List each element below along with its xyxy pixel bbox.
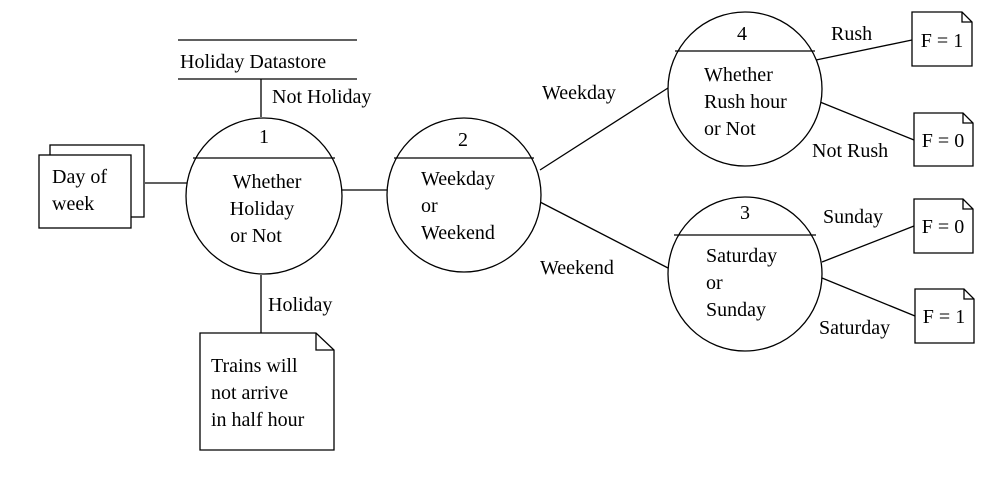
- input-label-line-1: Day of: [52, 166, 107, 188]
- holiday-output-document: Trains will not arrive in half hour: [199, 332, 335, 451]
- process-3-line-1: Saturday: [706, 245, 777, 267]
- label-weekday: Weekday: [542, 82, 616, 104]
- process-4-number: 4: [737, 23, 747, 45]
- edge-p3-to-saturday: [821, 277, 916, 317]
- holiday-output-line-3: in half hour: [211, 409, 305, 431]
- output-rush: F = 1: [911, 11, 973, 67]
- process-4-line-2: Rush hour: [704, 91, 787, 113]
- edge-p3-to-sunday: [821, 225, 915, 263]
- process-3-number: 3: [740, 202, 750, 224]
- output-sunday: F = 0: [913, 198, 974, 254]
- process-3-line-3: Sunday: [706, 299, 766, 321]
- process-3: 3 Saturday or Sunday: [667, 196, 823, 352]
- process-2: 2 Weekday or Weekend: [386, 117, 542, 273]
- label-holiday: Holiday: [268, 294, 332, 316]
- datastore-label: Holiday Datastore: [180, 51, 326, 73]
- process-1: 1 Whether Holiday or Not: [185, 117, 343, 275]
- edge-p2-to-p3: [539, 201, 669, 269]
- edge-labels: Not Holiday Holiday Weekday Weekend Rush…: [268, 23, 890, 339]
- process-2-line-2: or: [421, 195, 438, 217]
- process-3-line-2: or: [706, 272, 723, 294]
- label-rush: Rush: [831, 23, 872, 45]
- holiday-output-line-1: Trains will: [211, 355, 298, 377]
- output-not-rush: F = 0: [913, 112, 974, 167]
- process-1-line-3: or Not: [230, 225, 282, 247]
- label-not-holiday: Not Holiday: [272, 86, 371, 108]
- process-1-line-1: Whether: [233, 171, 302, 193]
- edge-p4-to-not-rush: [819, 101, 915, 141]
- process-1-number: 1: [259, 126, 269, 148]
- label-sunday: Sunday: [823, 206, 883, 228]
- output-not-rush-label: F = 0: [922, 130, 964, 152]
- connectors: [145, 39, 916, 333]
- output-sunday-label: F = 0: [922, 216, 964, 238]
- label-saturday: Saturday: [819, 317, 890, 339]
- label-weekend: Weekend: [540, 257, 614, 279]
- label-not-rush: Not Rush: [812, 140, 888, 162]
- process-4-line-1: Whether: [704, 64, 773, 86]
- holiday-output-line-2: not arrive: [211, 382, 288, 404]
- edge-p4-to-rush: [815, 39, 913, 61]
- output-rush-label: F = 1: [921, 30, 963, 52]
- holiday-datastore: Holiday Datastore: [178, 39, 357, 80]
- process-2-number: 2: [458, 129, 468, 151]
- process-4: 4 Whether Rush hour or Not: [667, 11, 823, 167]
- process-2-line-3: Weekend: [421, 222, 495, 244]
- day-of-week-input: Day of week: [38, 144, 145, 229]
- process-2-line-1: Weekday: [421, 168, 495, 190]
- output-saturday-label: F = 1: [923, 306, 965, 328]
- process-4-line-3: or Not: [704, 118, 756, 140]
- edge-p2-to-p4: [539, 87, 669, 171]
- output-saturday: F = 1: [914, 288, 975, 344]
- input-label-line-2: week: [52, 193, 94, 215]
- process-1-line-2: Holiday: [230, 198, 294, 220]
